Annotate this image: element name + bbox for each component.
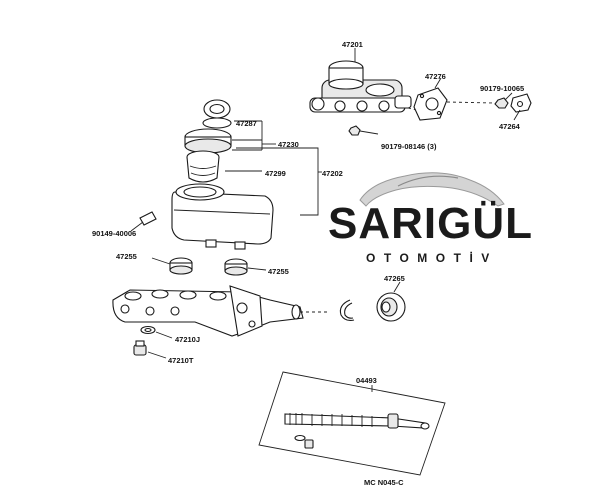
piston-seal <box>376 292 406 322</box>
part-label: 47255 <box>268 267 289 276</box>
small-nut <box>348 125 361 136</box>
part-label: 47299 <box>265 169 286 178</box>
piston-coils <box>289 413 373 427</box>
part-label: 90149-40006 <box>92 229 136 238</box>
ring-cap <box>202 99 232 129</box>
flange-gasket <box>413 87 448 121</box>
part-label: MC N045-C <box>364 478 404 487</box>
master-cylinder-body <box>112 285 328 337</box>
grommet-left <box>169 257 193 275</box>
watermark-logo: SARIGÜL OTOMOTİV <box>328 172 533 265</box>
car-silhouette-icon <box>359 172 505 207</box>
strainer <box>186 150 220 183</box>
part-label: 47202 <box>322 169 343 178</box>
reservoir-body <box>171 183 274 250</box>
part-label: 47255 <box>116 252 137 261</box>
piston-kit-box <box>258 371 446 476</box>
part-label: 90179-08146 (3) <box>381 142 437 151</box>
washer <box>140 325 156 335</box>
bracket <box>510 93 532 113</box>
bolt-small <box>130 211 157 232</box>
part-labels: 47201 47276 90179-10065 47287 47230 4726… <box>92 40 524 487</box>
nut <box>494 97 509 109</box>
part-label: 04493 <box>356 376 377 385</box>
reservoir-assembly-top <box>309 60 412 113</box>
part-label: 47265 <box>384 274 405 283</box>
reservoir-cap <box>184 128 232 154</box>
part-label: 47230 <box>278 140 299 149</box>
part-label: 47201 <box>342 40 363 49</box>
part-label: 47210J <box>175 335 200 344</box>
part-label: 47264 <box>499 122 521 131</box>
part-label: 90179-10065 <box>480 84 524 93</box>
part-label: 47287 <box>236 119 257 128</box>
grommet-right <box>224 258 248 276</box>
logo-name: SARIGÜL <box>328 199 533 248</box>
union-bolt <box>133 340 147 356</box>
part-label: 47210T <box>168 356 194 365</box>
part-label: 47276 <box>425 72 446 81</box>
snap-ring <box>339 299 355 321</box>
logo-tagline: OTOMOTİV <box>366 250 498 265</box>
